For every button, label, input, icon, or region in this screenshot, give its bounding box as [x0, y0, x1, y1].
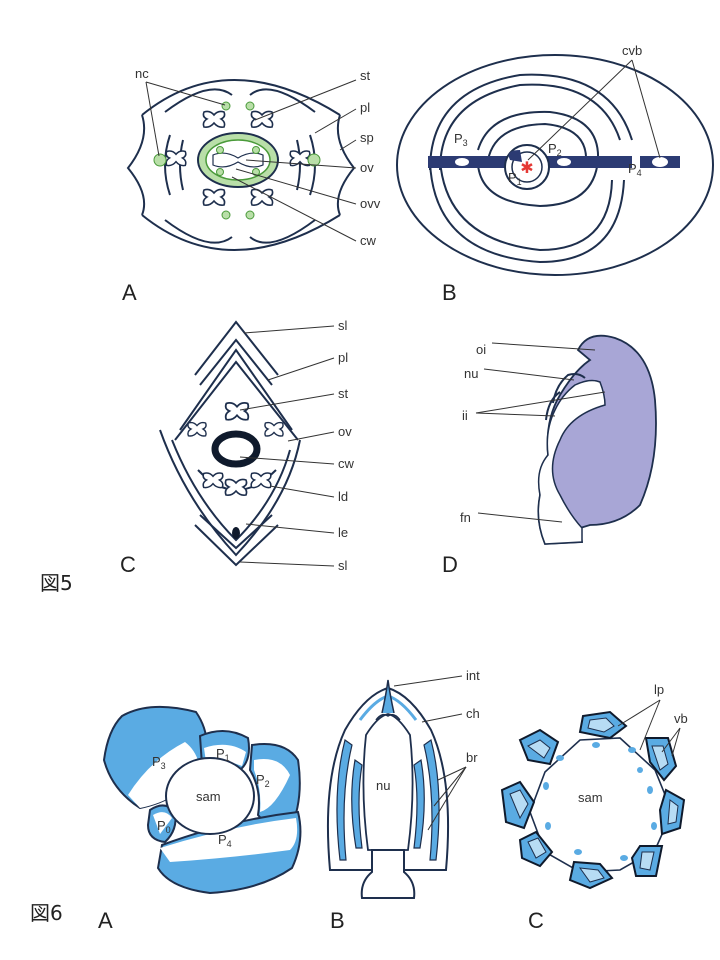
label-p1-6a: P1 [216, 746, 230, 763]
label-pl-c: pl [338, 350, 348, 365]
label-p4-6a: P4 [218, 832, 232, 849]
svg-text:✱: ✱ [520, 158, 533, 177]
panel-letter-5b: B [442, 280, 457, 305]
fig6-panel-b: int ch nu br B [326, 668, 480, 933]
label-p2-6a: P2 [256, 772, 270, 789]
label-int: int [466, 668, 480, 683]
label-p1-b: P1 [508, 170, 522, 187]
panel-letter-5a: A [122, 280, 137, 305]
label-ii: ii [462, 408, 468, 423]
label-p2-b: P2 [548, 141, 562, 158]
label-st-c: st [338, 386, 349, 401]
ovule-section-b [326, 679, 450, 899]
ovule-diagram-d [537, 334, 657, 545]
label-sl-bottom: sl [338, 558, 348, 573]
panel-letter-5d: D [442, 552, 458, 577]
panel-letter-5c: C [120, 552, 136, 577]
fig5-panel-b: ✱ cvb P3 P2 P1 P4 B [396, 43, 714, 305]
label-pl: pl [360, 100, 370, 115]
label-cvb: cvb [622, 43, 642, 58]
figure-6-caption: 図6 [30, 901, 63, 925]
label-ovv: ovv [360, 196, 381, 211]
fig6-panel-a: P3 P1 P2 P0 P4 sam A [98, 705, 302, 933]
shoot-apex-a [102, 705, 302, 895]
label-cw-c: cw [338, 456, 355, 471]
fig5-panel-d: oi nu ii fn D [442, 334, 657, 577]
floral-diagram-a [126, 79, 356, 251]
label-br: br [466, 750, 478, 765]
label-p3-b: P3 [454, 131, 468, 148]
label-ov-c: ov [338, 424, 352, 439]
label-p4-b: P4 [628, 161, 642, 178]
label-nu-6b: nu [376, 778, 390, 793]
label-le: le [338, 525, 348, 540]
whorl-diagram-c [500, 710, 686, 890]
label-sl-top: sl [338, 318, 348, 333]
label-ch: ch [466, 706, 480, 721]
label-p0-6a: P0 [157, 818, 171, 835]
panel-letter-6c: C [528, 908, 544, 933]
fig5-panel-a: nc st pl sp ov ovv cw A [122, 66, 381, 305]
label-nu-d: nu [464, 366, 478, 381]
label-ld: ld [338, 489, 348, 504]
label-oi: oi [476, 342, 486, 357]
label-vb: vb [674, 711, 688, 726]
label-st: st [360, 68, 371, 83]
label-sam-6c: sam [578, 790, 603, 805]
fig6-panel-c: lp vb sam C [500, 682, 688, 933]
label-fn: fn [460, 510, 471, 525]
label-cw: cw [360, 233, 377, 248]
label-sam-6a: sam [196, 789, 221, 804]
label-nc: nc [135, 66, 149, 81]
label-ov: ov [360, 160, 374, 175]
label-p3-6a: P3 [152, 754, 166, 771]
panel-letter-6a: A [98, 908, 113, 933]
label-lp: lp [654, 682, 664, 697]
floral-diagram-c [159, 320, 301, 567]
label-sp: sp [360, 130, 374, 145]
figure-5-caption: 図5 [40, 571, 73, 595]
phyllotaxis-diagram-b: ✱ [396, 54, 714, 276]
fig5-panel-c: sl pl st ov cw ld le sl C [120, 318, 355, 577]
panel-letter-6b: B [330, 908, 345, 933]
